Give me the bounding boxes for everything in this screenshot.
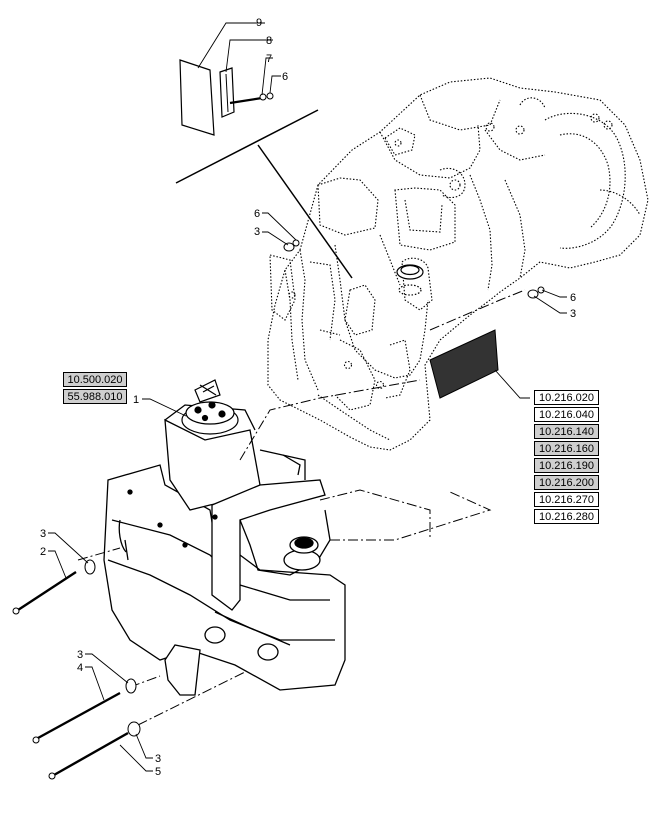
- callout-6-right: 6: [570, 292, 576, 304]
- callout-leaders: [48, 22, 567, 772]
- counterweight-hole-left: [204, 626, 226, 644]
- washer-part-3-c: [127, 721, 141, 737]
- ref-box-left-0[interactable]: 10.500.020: [63, 372, 127, 387]
- inset-leader-line: [257, 144, 353, 279]
- bolt-part-4: [32, 691, 121, 744]
- plate-part-9: [179, 59, 215, 136]
- callout-9: 9: [256, 17, 262, 29]
- callout-8: 8: [266, 35, 272, 47]
- ref-box-right-7[interactable]: 10.216.280: [534, 509, 599, 524]
- callout-6-left: 6: [254, 208, 260, 220]
- callout-3-bolt5: 3: [155, 753, 161, 765]
- screw-part-7: [229, 93, 267, 105]
- ref-box-right-6[interactable]: 10.216.270: [534, 492, 599, 507]
- housing-fill-cap: [396, 264, 424, 296]
- washer-part-3-a: [84, 559, 96, 575]
- valve-block-part-1: [181, 379, 239, 435]
- ref-box-right-0[interactable]: 10.216.020: [534, 390, 599, 405]
- ref-box-right-2[interactable]: 10.216.140: [534, 424, 599, 439]
- ref-box-right-4[interactable]: 10.216.190: [534, 458, 599, 473]
- inset-boundary-line: [175, 109, 319, 184]
- washer-part-3-b: [125, 678, 137, 694]
- callout-3-right: 3: [570, 308, 576, 320]
- tank-frame: [211, 479, 326, 611]
- bolt-part-5: [48, 731, 129, 780]
- callout-3-left: 3: [254, 226, 260, 238]
- top-inset: [175, 59, 353, 279]
- callout-2: 2: [40, 546, 46, 558]
- counterweight-hole-right: [257, 643, 279, 661]
- callout-3-bolt2: 3: [40, 528, 46, 540]
- counterweight-assembly: [103, 404, 346, 696]
- callout-3-bolt4: 3: [77, 649, 83, 661]
- callout-5: 5: [155, 766, 161, 778]
- callout-7: 7: [266, 53, 272, 65]
- housing-plate: [429, 329, 499, 399]
- ref-box-right-1[interactable]: 10.216.040: [534, 407, 599, 422]
- transmission-housing: [267, 77, 649, 451]
- callout-6-top: 6: [282, 71, 288, 83]
- callout-1: 1: [133, 394, 139, 406]
- callout-numbers: 9 8 7 6 6 3 6 3 1 3 2 3 4 3 5: [40, 17, 576, 778]
- bolt-part-2: [12, 570, 77, 615]
- ref-box-left-1[interactable]: 55.988.010: [63, 389, 127, 404]
- washer-nut-right: [527, 286, 545, 299]
- counterweight-tab: [164, 644, 201, 696]
- ref-box-right-5[interactable]: 10.216.200: [534, 475, 599, 490]
- washer-nut-left: [283, 239, 300, 252]
- ref-box-right-3[interactable]: 10.216.160: [534, 441, 599, 456]
- nut-part-6-top: [266, 92, 274, 100]
- callout-4: 4: [77, 662, 83, 674]
